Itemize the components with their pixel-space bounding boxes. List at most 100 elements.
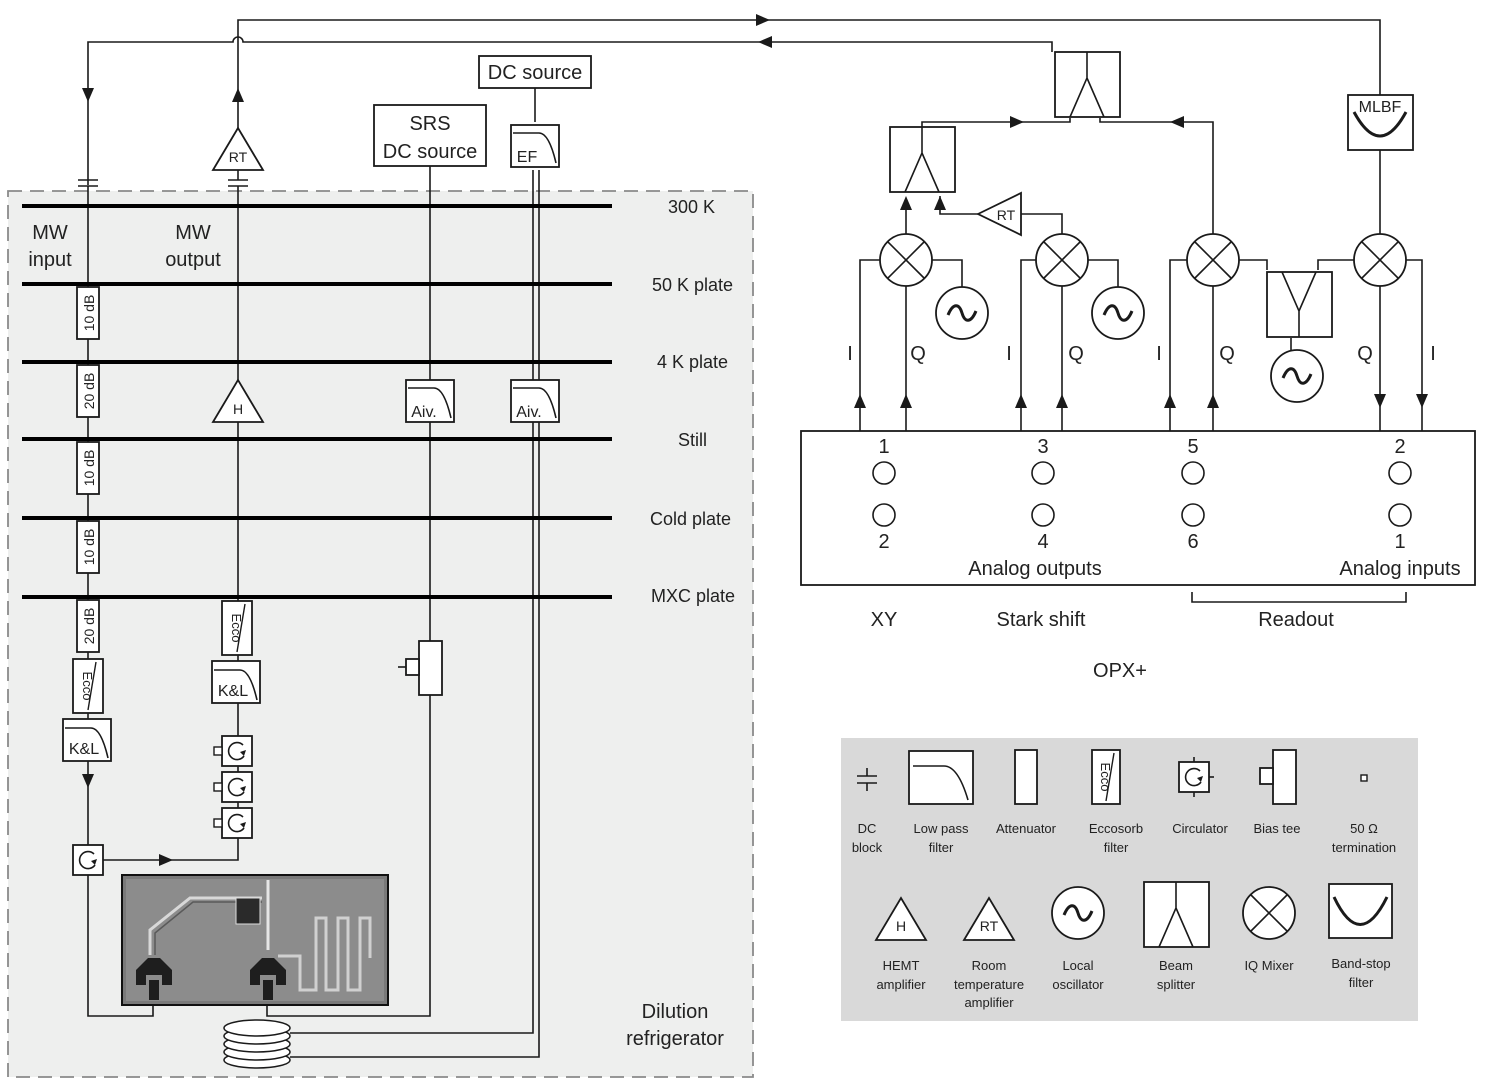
attenuator-icon: [1014, 749, 1038, 805]
iq-mixer-readout-out: [1186, 233, 1240, 287]
svg-text:Ecco: Ecco: [80, 672, 95, 701]
svg-text:oscillator: oscillator: [1052, 977, 1104, 992]
svg-text:temperature: temperature: [954, 977, 1024, 992]
arrow-rt-mid2: [1170, 116, 1184, 128]
eccosorb-filter-icon: Ecco: [1091, 749, 1121, 805]
circulator-1: [213, 735, 253, 767]
arrow-rt-mid: [1010, 116, 1024, 128]
opx-ports: [872, 461, 1412, 527]
svg-text:Circulator: Circulator: [1172, 821, 1228, 836]
iq-mixer-xy: [879, 233, 933, 287]
arrow-to-output: [159, 854, 173, 866]
plate-label-300k: 300 K: [668, 197, 715, 217]
srs-dc-source: SRS DC source: [373, 104, 487, 167]
port-number: 2: [878, 531, 889, 553]
analog-inputs-label: Analog inputs: [1339, 558, 1460, 580]
iq-label: Q: [1068, 343, 1084, 365]
kl-filter-output: K&L: [211, 660, 261, 704]
svg-text:filter: filter: [1349, 975, 1374, 990]
rt-amplifier-stark: [975, 191, 1022, 237]
svg-text:Eccosorb: Eccosorb: [1089, 821, 1143, 836]
iq-mixer-readout-in: [1353, 233, 1407, 287]
svg-text:Room: Room: [972, 958, 1007, 973]
svg-text:termination: termination: [1332, 840, 1396, 855]
svg-text:SRS: SRS: [409, 113, 450, 135]
svg-text:DC source: DC source: [488, 62, 582, 84]
hemt-amplifier-icon: H: [874, 896, 928, 941]
eccosorb-filter-input: Ecco: [72, 658, 104, 714]
dc-line-a: [290, 170, 534, 1034]
mw-input-label-1: MW: [32, 222, 68, 244]
iq-mixer-icon: [1242, 886, 1296, 940]
circulator-3: [213, 807, 253, 839]
svg-text:10 dB: 10 dB: [81, 295, 97, 332]
svg-text:20 dB: 20 dB: [81, 373, 97, 410]
plate-label-cold: Cold plate: [650, 509, 731, 529]
arrow-input-down-2: [82, 774, 94, 788]
circulator-main: [72, 844, 104, 876]
svg-text:Aiv.: Aiv.: [411, 404, 436, 421]
iq-label: I: [847, 343, 853, 365]
svg-text:HEMT: HEMT: [883, 958, 920, 973]
port-number: 3: [1037, 436, 1048, 458]
svg-text:IQ Mixer: IQ Mixer: [1244, 958, 1294, 973]
port-number: 1: [878, 436, 889, 458]
svg-text:Ecco: Ecco: [229, 614, 244, 643]
circulator-icon: [1178, 757, 1214, 797]
group-label-stark: Stark shift: [997, 609, 1086, 631]
rt-amplifier-stark-label: RT: [997, 207, 1016, 223]
arrow-mw-input-down: [82, 88, 94, 102]
arrow-top-right: [756, 14, 770, 26]
port-number: 6: [1187, 531, 1198, 553]
svg-text:DC source: DC source: [383, 141, 477, 163]
opx-title: OPX+: [1093, 660, 1147, 682]
svg-text:amplifier: amplifier: [876, 977, 926, 992]
svg-text:filter: filter: [929, 840, 954, 855]
plate-label-50k: 50 K plate: [652, 275, 733, 295]
circulator-2: [213, 771, 253, 803]
svg-text:K&L: K&L: [218, 683, 248, 700]
arrow-top-left: [758, 36, 772, 48]
dc-source: DC source: [478, 55, 592, 89]
svg-text:10 dB: 10 dB: [81, 450, 97, 487]
group-label-readout: Readout: [1258, 609, 1334, 631]
dc-line-b: [290, 170, 540, 1058]
aiv-filter-srs: Aiv.: [405, 379, 455, 423]
attenuator-50k: 10 dB: [76, 286, 100, 340]
local-oscillator-readout: [1269, 348, 1325, 404]
plate-label-mxc: MXC plate: [651, 586, 735, 606]
dilution-label-2: refrigerator: [626, 1028, 724, 1050]
svg-text:Band-stop: Band-stop: [1331, 956, 1390, 971]
svg-text:Local: Local: [1062, 958, 1093, 973]
svg-text:Ecco: Ecco: [1098, 763, 1113, 792]
mw-output-forward-wire: [237, 19, 1381, 128]
port-number: 4: [1037, 531, 1048, 553]
local-oscillator-xy: [934, 285, 990, 341]
attenuator-cold: 10 dB: [76, 520, 100, 574]
readout-bracket: [1191, 592, 1407, 603]
svg-text:K&L: K&L: [69, 741, 99, 758]
arrow-mw-output-up: [232, 88, 244, 102]
local-oscillator-stark: [1090, 285, 1146, 341]
kl-filter-input: K&L: [62, 718, 112, 762]
iq-label: Q: [1357, 343, 1373, 365]
rt-amplifier-icon: RT: [962, 896, 1016, 941]
beam-splitter-top: [1054, 51, 1121, 118]
svg-text:Low pass: Low pass: [914, 821, 969, 836]
svg-text:DC: DC: [858, 821, 877, 836]
svg-text:50 Ω: 50 Ω: [1350, 821, 1378, 836]
mw-output-label-2: output: [165, 249, 221, 271]
beam-splitter-readout: [1266, 271, 1333, 338]
svg-text:block: block: [852, 840, 883, 855]
dc-block-icon: [857, 768, 877, 791]
plate-label-4k: 4 K plate: [657, 352, 728, 372]
eccosorb-filter-output: Ecco: [221, 600, 253, 656]
iq-label: I: [1006, 343, 1012, 365]
svg-text:H: H: [896, 918, 906, 934]
svg-text:RT: RT: [980, 918, 999, 934]
svg-text:EF: EF: [517, 149, 538, 166]
low-pass-filter-icon: [908, 750, 974, 805]
iq-label: Q: [910, 343, 926, 365]
attenuator-mxc: 20 dB: [76, 599, 100, 653]
